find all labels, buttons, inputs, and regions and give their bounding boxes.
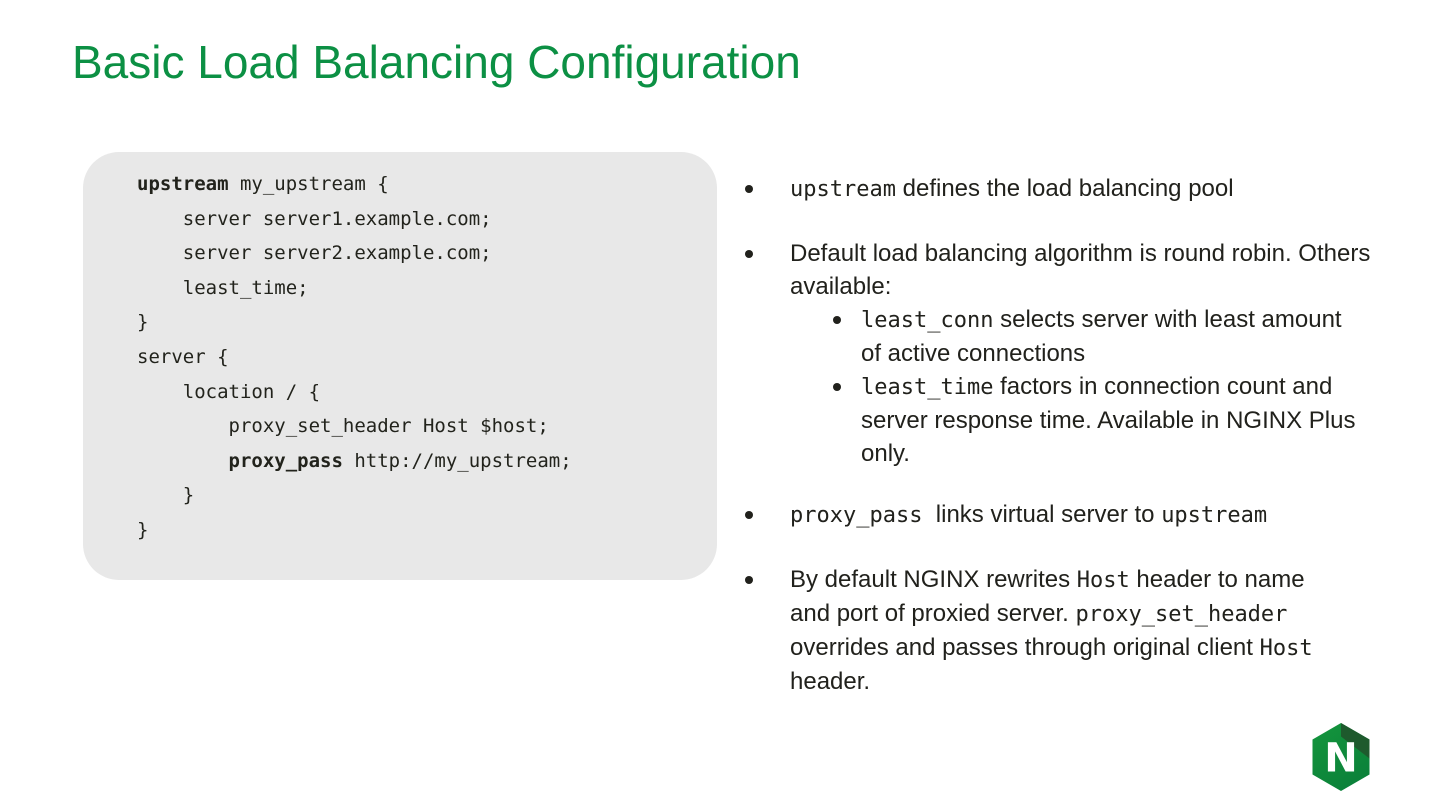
logo-letter: N (1324, 736, 1357, 782)
bullet-upstream-pool: upstream defines the load balancing pool (745, 172, 1385, 206)
page-title: Basic Load Balancing Configuration (72, 36, 801, 88)
bullet-list: upstream defines the load balancing pool… (745, 172, 1385, 698)
bullet-icon (745, 250, 753, 258)
bullet-icon (745, 185, 753, 193)
bullet-icon (745, 511, 753, 519)
bullet-text: By default NGINX rewrites Host header to… (790, 566, 1320, 695)
logo-hexagon-shade (1341, 723, 1370, 759)
bullet-icon (745, 576, 753, 584)
bullet-text: upstream defines the load balancing pool (790, 175, 1234, 202)
code-line: least_time; (137, 276, 309, 299)
code-line: proxy_set_header Host $host; (137, 415, 549, 438)
bullet-text: least_time factors in connection count a… (861, 373, 1363, 467)
code-line: server server2.example.com; (137, 242, 492, 265)
code-line: server server1.example.com; (137, 207, 492, 230)
nginx-logo-icon: N (1312, 723, 1370, 791)
code-line: upstream my_upstream { (137, 173, 389, 195)
code-line: proxy_pass http://my_upstream; (228, 449, 572, 472)
code-line: location / { (137, 380, 321, 403)
bullet-icon (833, 316, 841, 324)
code-line: } (137, 311, 149, 334)
bullet-proxy-pass: proxy_pass links virtual server to upstr… (745, 498, 1385, 532)
code-line: server { (137, 345, 229, 368)
bullet-least-conn: least_conn selects server with least amo… (833, 303, 1385, 370)
bullet-text: proxy_pass links virtual server to upstr… (790, 501, 1268, 528)
code-line: } (137, 484, 195, 507)
code-panel: upstream my_upstream { server server1.ex… (83, 152, 717, 580)
bullet-default-algorithm: Default load balancing algorithm is roun… (745, 237, 1385, 303)
bullet-text: least_conn selects server with least amo… (861, 306, 1349, 367)
code-line: } (137, 518, 149, 541)
bullet-least-time: least_time factors in connection count a… (833, 370, 1385, 470)
bullet-text: Default load balancing algorithm is roun… (790, 240, 1377, 300)
bullet-icon (833, 383, 841, 391)
bullet-host-header: By default NGINX rewrites Host header to… (745, 563, 1385, 698)
